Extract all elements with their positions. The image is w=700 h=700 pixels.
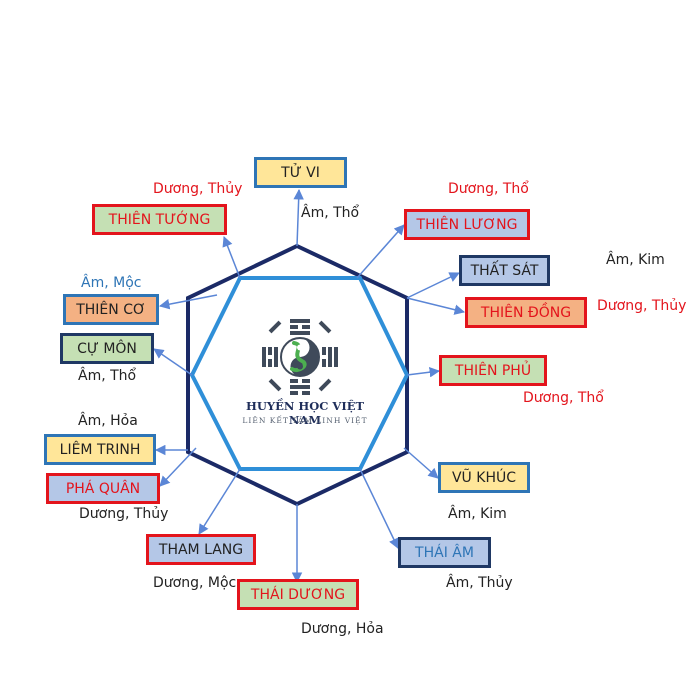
note-thien-dong: Dương, Thủy [597, 298, 687, 314]
note-thien-co: Âm, Mộc [81, 275, 142, 291]
star-box-thien-phu: THIÊN PHỦ [439, 355, 547, 386]
star-box-cu-mon: CỰ MÔN [60, 333, 154, 364]
note-cu-mon: Âm, Thổ [78, 368, 137, 384]
arrow-thien-phu [406, 366, 441, 378]
star-box-thai-duong: THÁI DƯƠNG [237, 579, 359, 610]
arrow-pha-quan [159, 447, 197, 487]
logo-title: HUYỀN HỌC VIỆT NAM [245, 399, 365, 427]
star-box-thien-dong: THIÊN ĐỒNG [465, 297, 587, 328]
arrow-cu-mon [153, 348, 193, 376]
note-liem-trinh: Âm, Hỏa [78, 413, 138, 429]
arrow-thien-co [158, 294, 218, 310]
arrow-thien-dong [406, 297, 466, 315]
star-box-vu-khuc: VŨ KHÚC [438, 462, 530, 493]
note-vu-khuc: Âm, Kim [448, 506, 507, 522]
star-box-thien-luong: THIÊN LƯƠNG [404, 209, 530, 240]
note-thien-luong: Dương, Thổ [448, 181, 529, 197]
note-that-sat: Âm, Kim [606, 252, 665, 268]
arrow-tham-lang [198, 468, 241, 535]
note-thien-phu: Dương, Thổ [523, 390, 604, 406]
note-tu-vi: Âm, Thổ [301, 205, 360, 221]
logo-subtitle: LIÊN KẾT TÂM LINH VIỆT [242, 416, 368, 425]
star-box-thien-co: THIÊN CƠ [63, 294, 159, 325]
star-box-liem-trinh: LIÊM TRINH [44, 434, 156, 465]
star-box-thien-tuong: THIÊN TƯỚNG [92, 204, 227, 235]
star-box-tham-lang: THAM LANG [146, 534, 256, 565]
arrow-vu-khuc [403, 447, 439, 479]
arrow-thien-tuong [222, 236, 241, 279]
star-box-tu-vi: TỬ VI [254, 157, 347, 188]
arrow-thien-luong [356, 224, 405, 279]
star-box-pha-quan: PHÁ QUÂN [46, 473, 160, 504]
arrow-thai-am [359, 468, 399, 549]
note-thien-tuong: Dương, Thủy [153, 181, 243, 197]
star-box-that-sat: THẤT SÁT [459, 255, 550, 286]
arrow-tu-vi [293, 188, 304, 247]
note-thai-duong: Dương, Hỏa [301, 621, 384, 637]
arrow-that-sat [406, 272, 460, 299]
note-pha-quan: Dương, Thủy [79, 506, 169, 522]
note-tham-lang: Dương, Mộc [153, 575, 237, 591]
note-thai-am: Âm, Thủy [446, 575, 513, 591]
star-box-thai-am: THÁI ÂM [398, 537, 491, 568]
yin-yang-dragon-trigram-icon [262, 319, 338, 395]
